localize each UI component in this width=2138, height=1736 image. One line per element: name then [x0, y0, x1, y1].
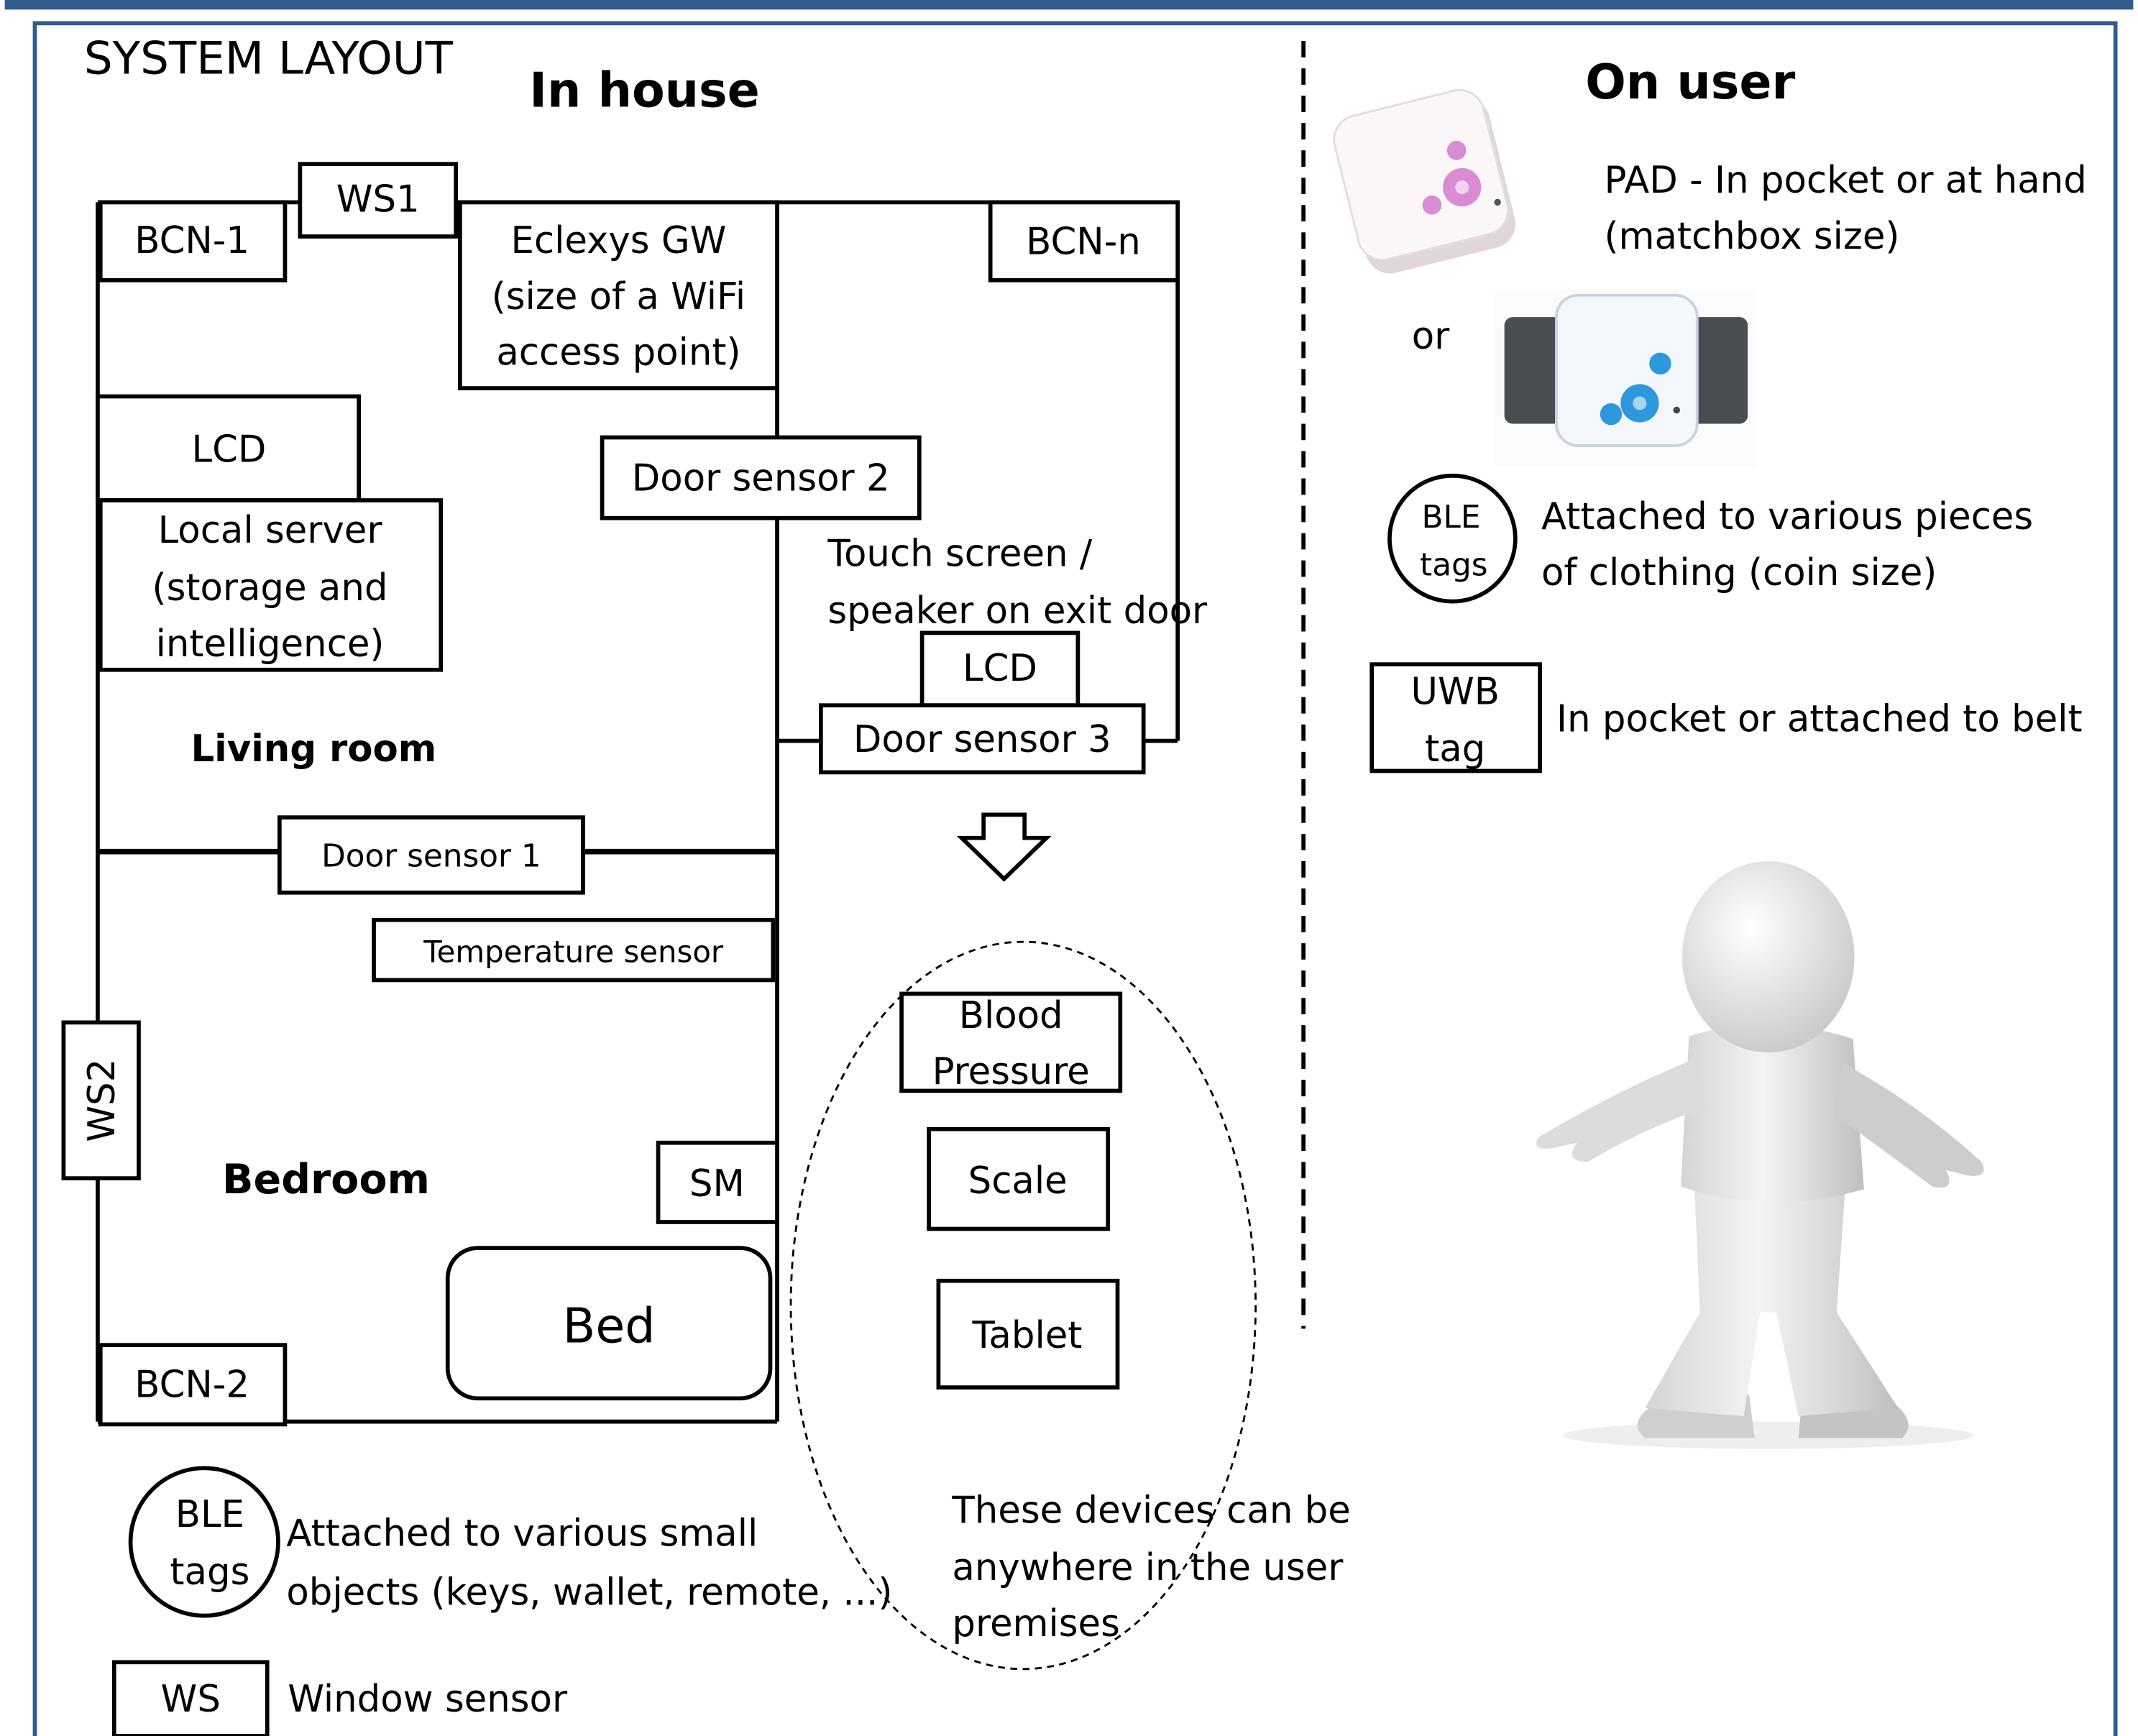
blood-pressure-box: Blood Pressure	[899, 991, 1123, 1093]
on-user-ble-tags-circle: BLE tags	[1387, 473, 1518, 604]
legend-ws-box: WS	[111, 1660, 270, 1736]
in-house-heading: In house	[529, 62, 760, 118]
pad-device-icon	[1333, 88, 1515, 274]
door-sensor-1-label: Door sensor 1	[321, 838, 541, 875]
or-label: or	[1412, 315, 1450, 358]
legend-ble-label-line1: BLE	[175, 1493, 244, 1536]
lcd-exit-door-label: LCD	[963, 647, 1037, 690]
lcd-exit-door-box: LCD	[919, 630, 1081, 708]
door-sensor-3-label: Door sensor 3	[853, 718, 1111, 761]
lcd-living-room-label: LCD	[191, 428, 266, 472]
pad-description-line1: PAD - In pocket or at hand	[1604, 159, 2086, 202]
top-banner	[4, 0, 2134, 10]
local-server-label-line1: Local server	[158, 509, 383, 552]
blood-pressure-label-line1: Blood	[959, 994, 1063, 1037]
legend-ble-tags-circle: BLE tags	[128, 1466, 280, 1618]
on-user-ble-label-line2: tags	[1420, 547, 1487, 584]
sm-box: SM	[656, 1140, 779, 1224]
living-room-label: Living room	[191, 727, 436, 771]
legend-ws-label: WS	[161, 1678, 221, 1721]
on-user-heading: On user	[1585, 54, 1795, 110]
ws2-box: WS2	[61, 1020, 141, 1181]
door-sensor-1-box: Door sensor 1	[277, 815, 585, 895]
temperature-sensor-box: Temperature sensor	[372, 917, 776, 983]
local-server-label-line3: intelligence)	[156, 623, 385, 666]
outer-frame	[32, 21, 2118, 1736]
door-sensor-2-label: Door sensor 2	[632, 457, 890, 500]
diagram-title: SYSTEM LAYOUT	[84, 32, 454, 85]
bcn-2-box: BCN-2	[98, 1343, 288, 1427]
bcn-2-label: BCN-2	[134, 1363, 249, 1406]
touch-screen-label-line2: speaker on exit door	[827, 589, 1208, 633]
sm-label: SM	[689, 1162, 745, 1205]
touch-screen-label-line1: Touch screen /	[827, 532, 1093, 575]
gateway-label-line3: access point)	[496, 331, 740, 375]
uwb-tag-label-line1: UWB	[1410, 670, 1500, 713]
on-user-ble-label-line1: BLE	[1421, 499, 1480, 536]
portable-devices-note-line1: These devices can be	[951, 1489, 1350, 1532]
legend-ws-description: Window sensor	[288, 1678, 568, 1721]
door-sensor-2-box: Door sensor 2	[600, 435, 922, 520]
blood-pressure-label-line2: Pressure	[932, 1050, 1090, 1093]
bcn-n-box: BCN-n	[988, 200, 1180, 283]
lcd-living-room-box: LCD	[96, 394, 361, 502]
bed-box: Bed	[445, 1246, 773, 1401]
bcn-1-label: BCN-1	[134, 219, 249, 262]
person-figure-icon	[1536, 860, 1984, 1449]
gateway-label-line2: (size of a WiFi	[492, 275, 745, 318]
uwb-tag-box: UWB tag	[1369, 662, 1542, 773]
uwb-tag-label-line2: tag	[1425, 727, 1485, 771]
wrist-device-icon	[1495, 290, 1755, 468]
scale-label: Scale	[968, 1159, 1068, 1203]
portable-devices-region	[789, 940, 1257, 1671]
temperature-sensor-label: Temperature sensor	[423, 934, 724, 970]
pad-description-line2: (matchbox size)	[1604, 215, 1899, 258]
bcn-n-label: BCN-n	[1026, 221, 1141, 264]
legend-ble-label-line2: tags	[170, 1551, 249, 1594]
bedroom-label: Bedroom	[222, 1156, 430, 1203]
legend-ble-description-line2: objects (keys, wallet, remote, ...)	[286, 1571, 892, 1614]
tablet-box: Tablet	[936, 1278, 1120, 1390]
on-user-ble-description-line1: Attached to various pieces	[1541, 495, 2033, 538]
gateway-label-line1: Eclexys GW	[510, 219, 726, 262]
door-sensor-3-box: Door sensor 3	[819, 703, 1146, 775]
portable-devices-note-line2: anywhere in the user	[952, 1546, 1344, 1589]
ws1-label: WS1	[336, 178, 420, 221]
bcn-1-box: BCN-1	[98, 200, 288, 283]
on-user-ble-description-line2: of clothing (coin size)	[1541, 551, 1937, 594]
gateway-box: Eclexys GW (size of a WiFi access point)	[457, 200, 779, 390]
tablet-label: Tablet	[972, 1314, 1083, 1357]
legend-ble-description-line1: Attached to various small	[286, 1512, 758, 1556]
local-server-label-line2: (storage and	[152, 566, 388, 610]
arrow-down-icon	[956, 812, 1052, 882]
ws2-label: WS2	[81, 1059, 124, 1142]
uwb-description: In pocket or attached to belt	[1556, 697, 2083, 740]
local-server-box: Local server (storage and intelligence)	[98, 498, 444, 672]
scale-box: Scale	[927, 1126, 1111, 1231]
ws1-box: WS1	[298, 162, 458, 239]
bed-label: Bed	[563, 1298, 656, 1354]
portable-devices-note-line3: premises	[952, 1602, 1119, 1645]
